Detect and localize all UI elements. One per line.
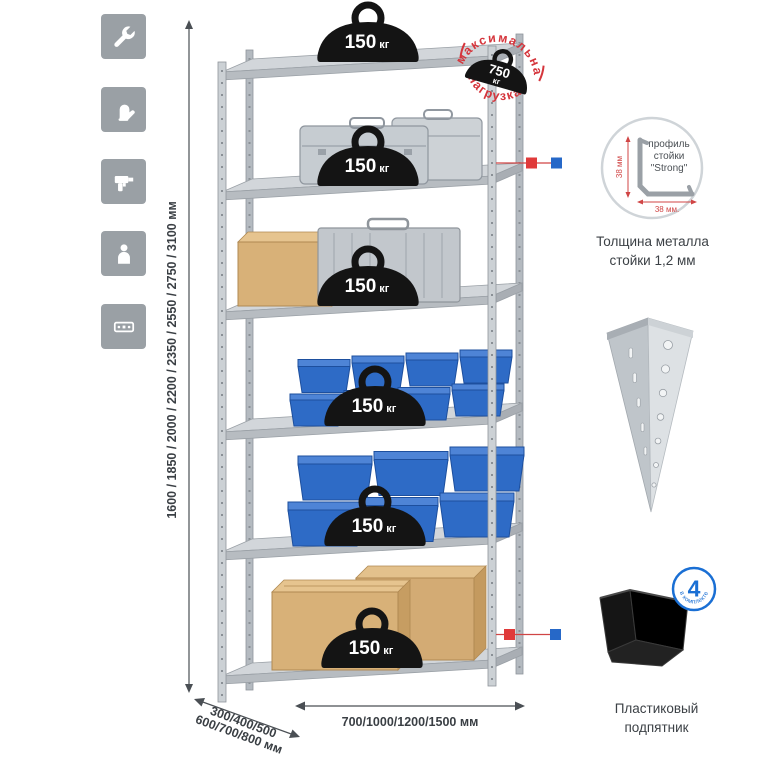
person-icon: [117, 243, 130, 264]
profile-dim-vertical: 38 мм: [615, 156, 624, 178]
wrench-icon: [113, 25, 135, 47]
corner-post-image: [606, 317, 694, 513]
foot-caption: Пластиковый подпятник: [574, 700, 739, 738]
blue-callout-square-bottom: [550, 629, 561, 640]
drill-icon: [114, 175, 133, 191]
profile-dim-horizontal: 38 мм.: [655, 205, 679, 214]
level-icon-tile: [101, 304, 146, 349]
drill-icon-tile: [101, 159, 146, 204]
depth-dimension: 300/400/500 600/700/800 мм: [194, 698, 300, 757]
included-badge: 4 в комплекте: [671, 566, 717, 612]
red-callout-square-top: [526, 157, 537, 169]
included-badge-value: 4: [688, 576, 701, 602]
profile-label-1: профиль: [648, 138, 689, 150]
profile-label-2: стойки: [654, 151, 685, 162]
profile-label-3: "Strong": [651, 163, 688, 174]
height-dimension: 1600 / 1850 / 2000 / 2200 / 2350 / 2550 …: [165, 20, 193, 693]
stamp-weight: 750 кг: [464, 43, 535, 95]
profile-caption-line-1: Толщина металла: [596, 234, 709, 249]
blue-callout-square-top: [551, 157, 562, 169]
profile-detail: 38 мм 38 мм. профиль стойки "Strong": [600, 116, 704, 220]
person-icon-tile: [101, 231, 146, 276]
width-dimension: 700/1000/1200/1500 мм: [295, 701, 525, 729]
foot-caption-line-1: Пластиковый: [614, 701, 699, 716]
profile-cross-section: [637, 137, 695, 197]
gloves-icon: [118, 104, 135, 121]
foot-caption-line-2: подпятник: [624, 719, 689, 735]
wrench-icon-tile: [101, 14, 146, 59]
height-dimension-label: 1600 / 1850 / 2000 / 2200 / 2350 / 2550 …: [165, 201, 179, 518]
level-icon: [113, 321, 134, 332]
gloves-icon-tile: [101, 87, 146, 132]
stamp-weight-unit: кг: [492, 76, 502, 87]
red-callout-square-bottom: [504, 629, 515, 640]
stamp-weight-value: 750: [487, 61, 512, 81]
profile-caption-line-2: стойки 1,2 мм: [609, 252, 696, 268]
profile-caption: Толщина металла стойки 1,2 мм: [570, 233, 735, 271]
callout-markers: [496, 157, 562, 640]
width-dimension-label: 700/1000/1200/1500 мм: [342, 715, 479, 729]
plastic-foot-image: [599, 588, 689, 667]
max-load-stamp: максимальная нагрузка 750 кг: [452, 19, 554, 110]
